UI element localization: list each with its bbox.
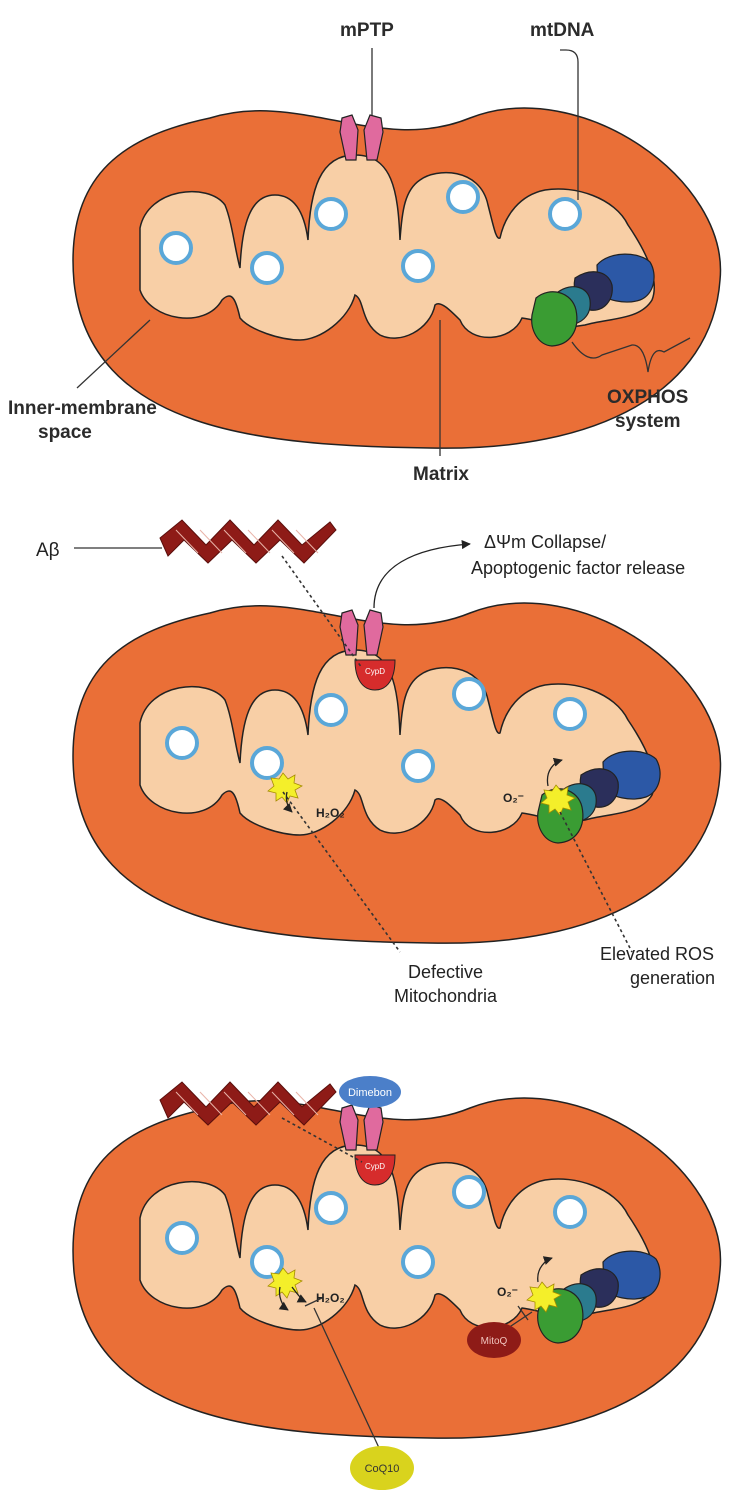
ros-generation-label-line2: generation xyxy=(630,968,715,988)
oxphos-label: OXPHOS xyxy=(607,387,688,408)
h2o2-label: H₂O₂ xyxy=(316,806,345,820)
cypd-shape xyxy=(354,659,396,691)
coq10-badge xyxy=(350,1446,414,1490)
panel-1-healthy-mitochondrion: mPTP mtDNA Inner-membrane space Matrix O… xyxy=(8,20,722,485)
oxphos-complexes xyxy=(537,750,661,844)
mtdna-ring xyxy=(548,197,582,231)
mtdna-ring xyxy=(159,231,193,265)
collapse-label: ΔΨm Collapse/ xyxy=(484,532,606,552)
matrix xyxy=(139,154,655,341)
mtdna-ring xyxy=(446,180,480,214)
inner-membrane-label: Inner-membrane xyxy=(8,398,157,419)
mptp-pore xyxy=(339,114,384,161)
mtdna-ring xyxy=(401,249,435,283)
ros-generation-label: Elevated ROS xyxy=(600,944,714,964)
defective-label: Defective xyxy=(408,962,483,982)
defective-label-line2: Mitochondria xyxy=(394,986,498,1006)
matrix-label: Matrix xyxy=(413,464,469,485)
mitoq-label: MitoQ xyxy=(481,1336,508,1347)
cypd-shape xyxy=(354,1154,396,1186)
h2o2-label: H₂O₂ xyxy=(316,1291,345,1305)
ros-burst xyxy=(267,1267,303,1299)
matrix xyxy=(139,1144,655,1331)
superoxide-label: O₂⁻ xyxy=(497,1285,518,1299)
oxphos-label-line2: system xyxy=(615,411,681,432)
mptp-pore xyxy=(339,1104,384,1151)
mptp-label: mPTP xyxy=(340,20,394,41)
cypd-label: CypD xyxy=(365,667,385,676)
mtdna-ring xyxy=(401,1245,435,1279)
ros-burst xyxy=(540,784,576,816)
coq10-label: CoQ10 xyxy=(365,1463,400,1475)
mtdna-ring xyxy=(553,697,587,731)
dimebon-label: Dimebon xyxy=(348,1087,392,1099)
panel-2-amyloid-damaged-mitochondrion: CypD Aβ ΔΨm Collapse/ Apoptogenic factor… xyxy=(36,519,722,1006)
collapse-label-line2: Apoptogenic factor release xyxy=(471,558,685,578)
matrix xyxy=(139,649,655,836)
mptp-pore xyxy=(339,609,384,656)
cypd-label: CypD xyxy=(365,1162,385,1171)
dimebon-badge xyxy=(339,1076,401,1108)
mtdna-ring xyxy=(553,1195,587,1229)
mtdna-ring xyxy=(250,1245,284,1279)
mtdna-ring xyxy=(314,197,348,231)
mtdna-ring xyxy=(401,749,435,783)
mtdna-ring xyxy=(452,1175,486,1209)
oxphos-complexes xyxy=(531,253,655,347)
ros-burst xyxy=(526,1281,562,1313)
mtdna-ring xyxy=(314,693,348,727)
mitoq-badge xyxy=(467,1322,521,1358)
panel-3-treated-mitochondrion: CypD Dimebon H₂O₂ CoQ10 O₂⁻ xyxy=(72,1076,722,1490)
mtdna-ring xyxy=(250,746,284,780)
mtdna-ring xyxy=(250,251,284,285)
mtdna-label: mtDNA xyxy=(530,20,595,41)
mtdna-ring xyxy=(314,1191,348,1225)
abeta-label: Aβ xyxy=(36,540,60,561)
mtdna-ring xyxy=(165,1221,199,1255)
amyloid-beta-aggregate xyxy=(159,1081,337,1126)
mtdna-ring xyxy=(452,677,486,711)
inner-membrane-label-line2: space xyxy=(38,422,92,443)
amyloid-beta-aggregate xyxy=(159,519,337,564)
superoxide-label: O₂⁻ xyxy=(503,791,524,805)
mtdna-ring xyxy=(165,726,199,760)
